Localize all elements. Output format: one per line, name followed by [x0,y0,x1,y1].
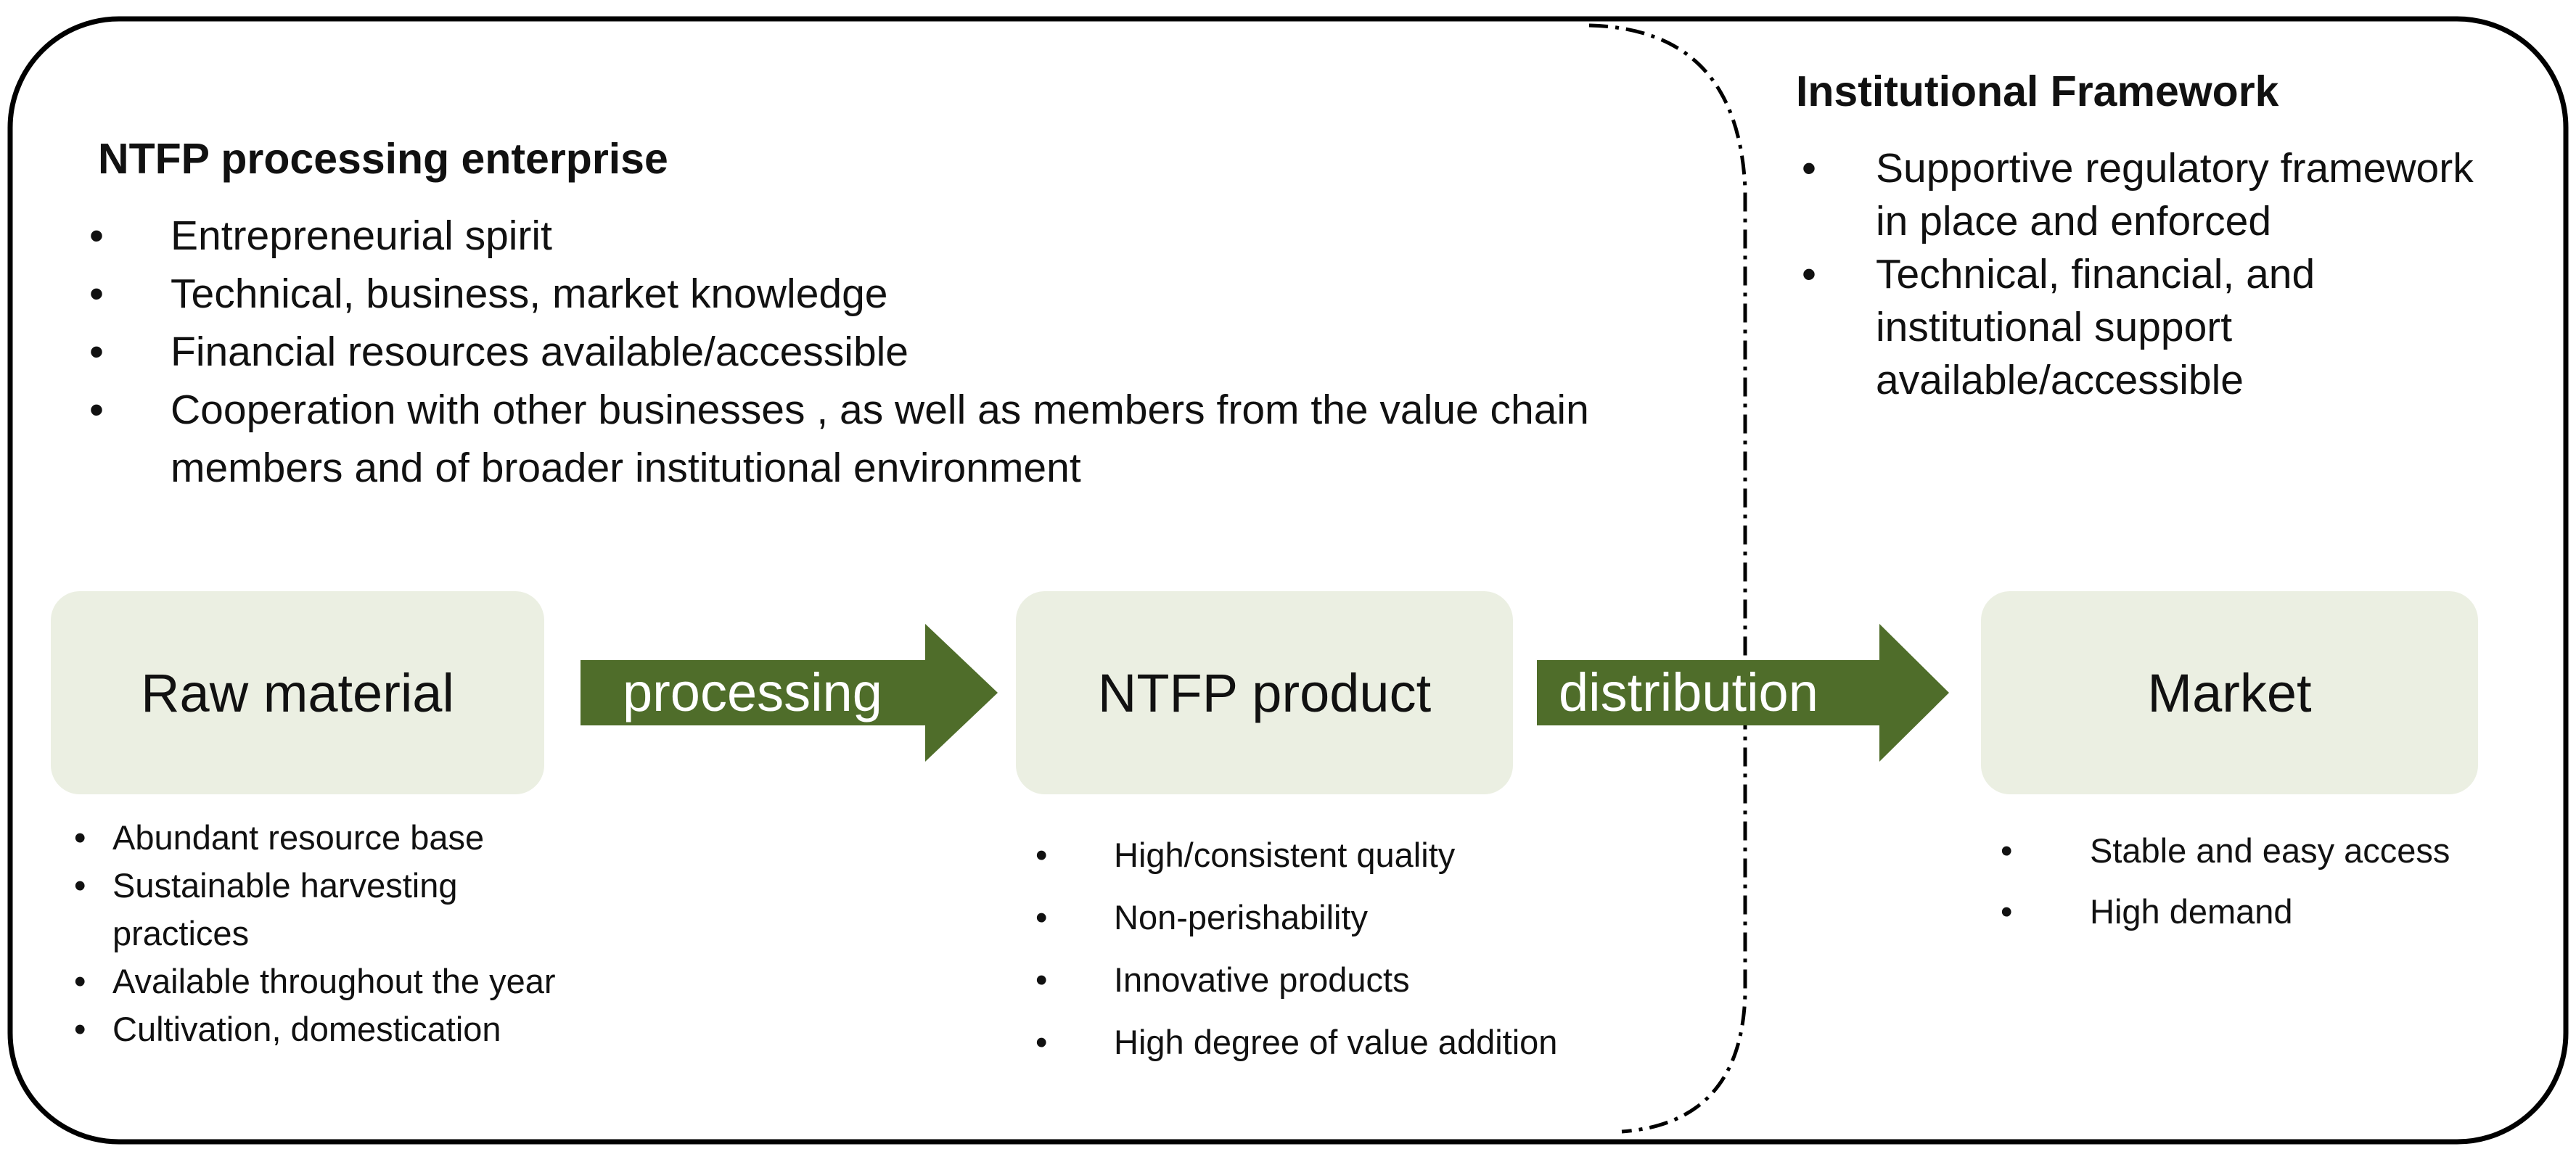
outer-border [7,16,2569,1145]
ntfp-product-box: NTFP product [1016,591,1513,794]
processing-arrow [581,624,998,762]
list-item: Cultivation, domestication [58,1005,610,1053]
product-factor-list: High/consistent quality Non-perishabilit… [1020,824,1716,1074]
enterprise-boundary [1588,23,1747,1134]
enterprise-heading: NTFP processing enterprise [98,135,668,183]
list-item: Non-perishability [1020,886,1716,949]
list-item: Entrepreneurial spirit [83,207,1709,265]
list-item: Innovative products [1020,949,1716,1011]
raw-material-box: Raw material [51,591,544,794]
institutional-heading: Institutional Framework [1796,67,2279,115]
list-item: Cooperation with other businesses , as w… [83,381,1629,497]
list-item: Abundant resource base [58,814,610,862]
list-item: Available throughout the year [58,958,610,1005]
market-box: Market [1981,591,2478,794]
enterprise-factor-list: Entrepreneurial spirit Technical, busine… [83,207,1709,497]
ntfp-product-label: NTFP product [1097,662,1432,723]
list-item: Technical, financial, and institutional … [1796,248,2485,407]
list-item: Technical, business, market knowledge [83,265,1709,323]
list-item: High/consistent quality [1020,824,1716,886]
distribution-arrow [1537,624,1949,762]
list-item: High degree of value addition [1020,1011,1716,1074]
list-item: Financial resources available/accessible [83,323,1709,381]
raw-material-factor-list: Abundant resource base Sustainable harve… [58,814,610,1053]
list-item: Supportive regulatory framework in place… [1796,142,2485,248]
list-item: High demand [1985,881,2558,942]
institutional-factor-list: Supportive regulatory framework in place… [1796,142,2485,407]
raw-material-label: Raw material [141,662,454,723]
market-label: Market [2147,662,2312,723]
distribution-label: distribution [1559,662,1818,722]
list-item: Stable and easy access [1985,820,2558,881]
processing-label: processing [623,662,882,722]
market-factor-list: Stable and easy access High demand [1985,820,2558,942]
list-item: Sustainable harvesting practices [58,862,519,958]
